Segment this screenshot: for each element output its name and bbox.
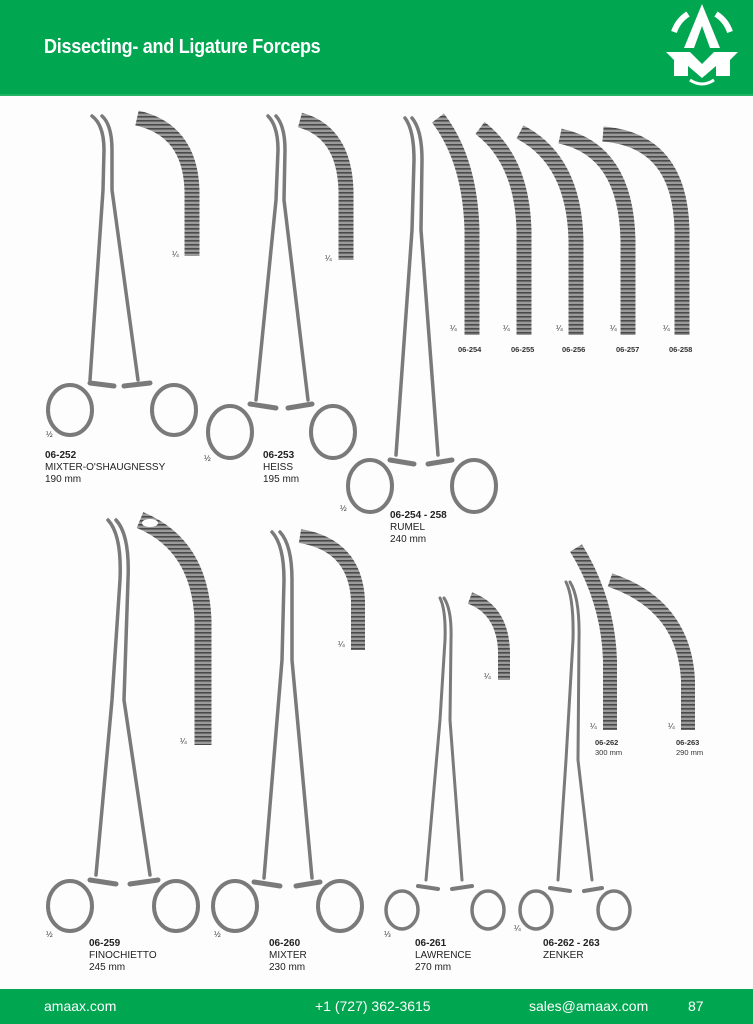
scale-06-262-263: ¼ xyxy=(514,924,521,933)
forceps-06-252-illustration xyxy=(46,114,198,437)
footer-phone[interactable]: +1 (727) 362-3615 xyxy=(315,998,431,1014)
product-name: MIXTER xyxy=(269,950,307,961)
footer-website-link[interactable]: amaax.com xyxy=(44,998,117,1014)
product-code: 06-262 - 263 xyxy=(543,938,600,949)
forceps-06-261-illustration xyxy=(384,596,506,931)
tip-scale-06-252: ¼ xyxy=(172,250,179,259)
scale-06-259: ½ xyxy=(46,930,53,939)
product-code: 06-253 xyxy=(263,450,295,461)
tip-code-06-255: 06-255 xyxy=(511,345,535,354)
tip-06-255 xyxy=(475,122,532,335)
product-length: 270 mm xyxy=(415,962,452,973)
tip-06-262 xyxy=(570,544,617,730)
tip-length-06-263: 290 mm xyxy=(676,748,704,757)
forceps-06-259-illustration xyxy=(46,518,200,933)
tip-06-256 xyxy=(516,125,584,335)
product-name: HEISS xyxy=(263,462,294,473)
product-length: 230 mm xyxy=(269,962,306,973)
product-code: 06-252 xyxy=(45,450,77,461)
tip-06-260 xyxy=(298,529,365,650)
tip-06-258 xyxy=(602,126,690,335)
product-code: 06-254 - 258 xyxy=(390,510,447,521)
product-label-06-252: 06-252 MIXTER-O'SHAUGNESSY 190 mm xyxy=(45,450,165,486)
product-length: 190 mm xyxy=(45,474,82,485)
product-length: 240 mm xyxy=(390,534,427,545)
product-length: 195 mm xyxy=(263,474,300,485)
forceps-06-254-258-illustration xyxy=(346,116,498,514)
tip-06-252 xyxy=(135,110,200,256)
product-label-06-254-258: 06-254 - 258 RUMEL 240 mm xyxy=(390,510,447,546)
tip-scale-06-261: ¼ xyxy=(484,672,491,681)
amaax-logo-icon xyxy=(666,4,738,86)
tip-scale-06-258: ¼ xyxy=(663,324,670,333)
tip-06-259 xyxy=(136,512,212,745)
page-title: Dissecting- and Ligature Forceps xyxy=(44,36,321,58)
product-name: RUMEL xyxy=(390,522,426,533)
header-divider xyxy=(0,94,753,96)
page-header xyxy=(0,0,753,94)
product-label-06-262-263: 06-262 - 263 ZENKER xyxy=(543,938,600,962)
instrument-illustrations xyxy=(46,110,695,933)
tip-scale-06-257: ¼ xyxy=(610,324,617,333)
product-label-06-261: 06-261 LAWRENCE 270 mm xyxy=(415,938,471,974)
scale-06-252: ½ xyxy=(46,430,53,439)
product-length: 245 mm xyxy=(89,962,126,973)
product-name: MIXTER-O'SHAUGNESSY xyxy=(45,462,166,473)
product-label-06-259: 06-259 FINOCHIETTO 245 mm xyxy=(89,938,157,974)
tip-length-06-262: 300 mm xyxy=(595,748,623,757)
tip-06-253 xyxy=(297,112,354,260)
tip-scale-06-259: ¼ xyxy=(180,737,187,746)
product-code: 06-260 xyxy=(269,938,301,949)
scale-06-254-258: ½ xyxy=(340,504,347,513)
tip-code-06-256: 06-256 xyxy=(562,345,586,354)
tip-code-06-257: 06-257 xyxy=(616,345,640,354)
tip-06-261 xyxy=(467,592,510,680)
scale-06-261: ⅓ xyxy=(384,930,391,939)
scale-06-260: ½ xyxy=(214,930,221,939)
tip-scale-06-262: ¼ xyxy=(590,722,597,731)
scale-06-253: ½ xyxy=(204,454,211,463)
product-label-06-253: 06-253 HEISS 195 mm xyxy=(263,450,299,486)
tip-06-257 xyxy=(558,128,636,335)
product-code: 06-259 xyxy=(89,938,121,949)
tip-06-263 xyxy=(607,573,695,730)
product-catalog-area: ½ ¼ ½ ¼ ½ ¼ ¼ ¼ ¼ ¼ 06-254 06-255 06-256… xyxy=(0,96,753,989)
product-name: FINOCHIETTO xyxy=(89,950,157,961)
tip-code-06-263: 06-263 xyxy=(676,738,700,747)
page-number: 87 xyxy=(688,998,704,1014)
tip-code-06-258: 06-258 xyxy=(669,345,693,354)
product-label-06-260: 06-260 MIXTER 230 mm xyxy=(269,938,307,974)
page-footer: amaax.com +1 (727) 362-3615 sales@amaax.… xyxy=(0,989,753,1024)
tip-scale-06-260: ¼ xyxy=(338,640,345,649)
product-name: ZENKER xyxy=(543,950,584,961)
tip-code-06-262: 06-262 xyxy=(595,738,619,747)
tip-scale-06-256: ¼ xyxy=(556,324,563,333)
product-name: LAWRENCE xyxy=(415,950,472,961)
forceps-06-253-illustration xyxy=(206,114,357,460)
forceps-06-260-illustration xyxy=(211,530,364,933)
forceps-06-262-263-illustration xyxy=(518,580,632,931)
tip-code-06-254: 06-254 xyxy=(458,345,482,354)
tip-scale-06-255: ¼ xyxy=(503,324,510,333)
tip-06-254 xyxy=(431,113,480,335)
product-code: 06-261 xyxy=(415,938,447,949)
tip-scale-06-263: ¼ xyxy=(668,722,675,731)
tip-scale-06-253: ¼ xyxy=(325,254,332,263)
tip-scale-06-254: ¼ xyxy=(450,324,457,333)
footer-email-link[interactable]: sales@amaax.com xyxy=(529,998,649,1014)
